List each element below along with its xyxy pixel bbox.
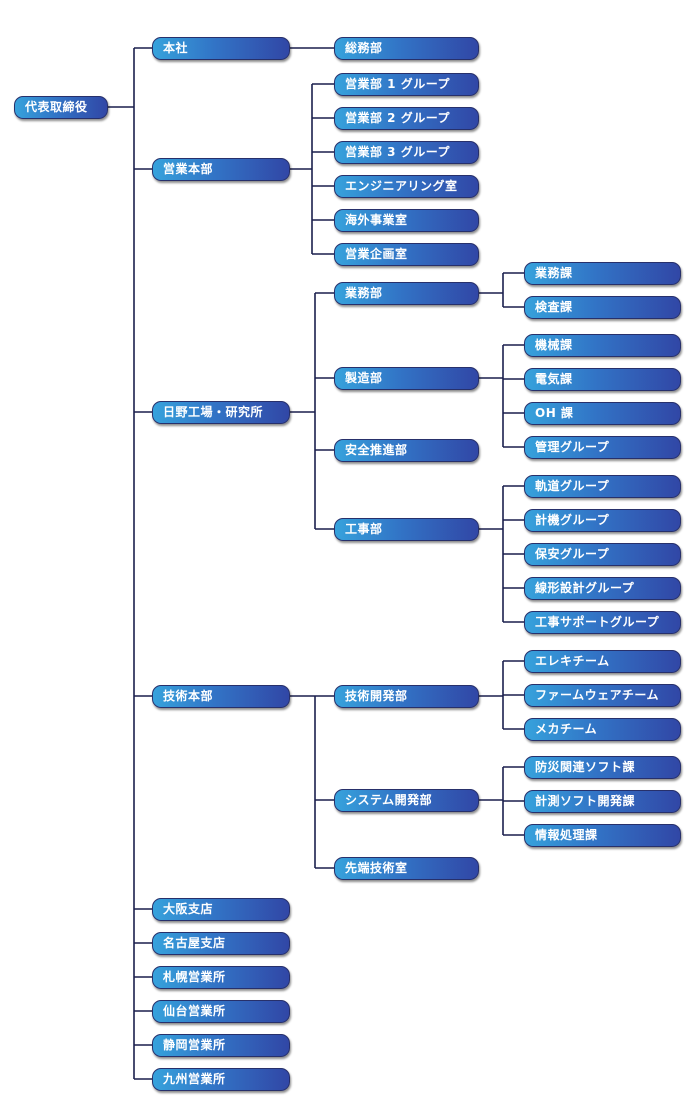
node-sapporo: 札幌営業所: [152, 966, 290, 989]
node-senkei: 線形設計グループ: [524, 577, 681, 600]
node-anzen: 安全推進部: [334, 439, 479, 462]
node-sentan: 先端技術室: [334, 857, 479, 880]
node-denki-ka: 電気課: [524, 368, 681, 391]
node-joho-shori: 情報処理課: [524, 824, 681, 847]
node-kanri: 管理グループ: [524, 436, 681, 459]
node-elec-team: エレキチーム: [524, 650, 681, 673]
node-eigyo-kikaku: 営業企画室: [334, 243, 479, 266]
node-keiki: 計機グループ: [524, 509, 681, 532]
node-bosai-soft: 防災関連ソフト課: [524, 756, 681, 779]
node-kaigai: 海外事業室: [334, 209, 479, 232]
node-somu: 総務部: [334, 37, 479, 60]
node-kensa-ka: 検査課: [524, 296, 681, 319]
node-kido: 軌道グループ: [524, 475, 681, 498]
node-kikai-ka: 機械課: [524, 334, 681, 357]
node-keisoku-soft: 計測ソフト開発課: [524, 790, 681, 813]
node-eigyo-1: 営業部 1 グループ: [334, 73, 479, 96]
node-nagoya: 名古屋支店: [152, 932, 290, 955]
node-engineering: エンジニアリング室: [334, 175, 479, 198]
node-koji-bu: 工事部: [334, 518, 479, 541]
node-firmware-team: ファームウェアチーム: [524, 684, 681, 707]
node-oh-ka: OH 課: [524, 402, 681, 425]
node-hoan: 保安グループ: [524, 543, 681, 566]
node-honsha: 本社: [152, 37, 290, 60]
node-system-kaihatsu: システム開発部: [334, 789, 479, 812]
node-mecha-team: メカチーム: [524, 718, 681, 741]
node-hino-kojo: 日野工場・研究所: [152, 401, 290, 424]
node-eigyo-2: 営業部 2 グループ: [334, 107, 479, 130]
node-gijutsu-honbu: 技術本部: [152, 685, 290, 708]
node-root: 代表取締役: [14, 96, 108, 119]
node-osaka: 大阪支店: [152, 898, 290, 921]
node-kyushu: 九州営業所: [152, 1068, 290, 1091]
node-eigyo-honbu: 営業本部: [152, 158, 290, 181]
node-sendai: 仙台営業所: [152, 1000, 290, 1023]
node-gijutsu-kaihatsu: 技術開発部: [334, 685, 479, 708]
node-eigyo-3: 営業部 3 グループ: [334, 141, 479, 164]
node-koji-support: 工事サポートグループ: [524, 611, 681, 634]
node-seizo-bu: 製造部: [334, 367, 479, 390]
node-gyomu-bu: 業務部: [334, 282, 479, 305]
node-shizuoka: 静岡営業所: [152, 1034, 290, 1057]
node-gyomu-ka: 業務課: [524, 262, 681, 285]
